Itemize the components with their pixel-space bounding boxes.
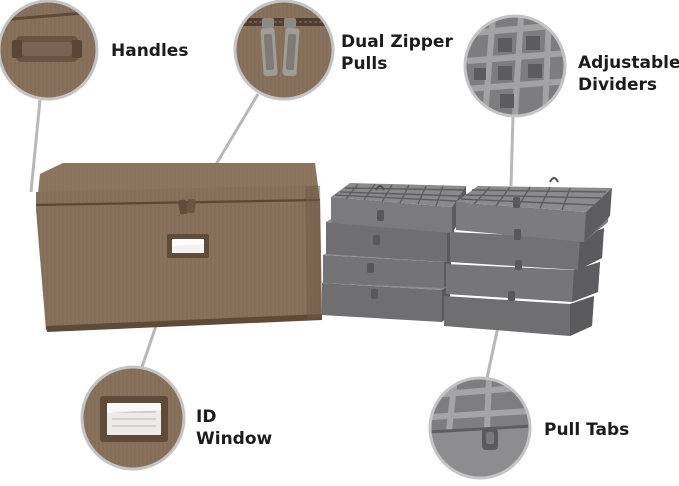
callout-id-window-image: [80, 365, 186, 471]
storage-box: [35, 163, 322, 332]
callout-text-handles: Handles: [111, 41, 189, 61]
callout-handles-image: [0, 0, 99, 101]
callout-text-zipper-line-1: Dual Zipper: [341, 32, 453, 52]
id-window: [167, 234, 209, 258]
tray-stacks: [322, 177, 612, 336]
zipper-pull-icon: [178, 198, 196, 215]
leader-line-handles: [29, 99, 42, 193]
callout-text-zipper-line-2: Pulls: [341, 54, 388, 74]
callout-text-dividers-line-2: Dividers: [578, 75, 658, 95]
callout-text-pull-tabs: Pull Tabs: [544, 420, 630, 440]
callout-text-dividers-line-1: Adjustable: [578, 53, 679, 73]
callout-pull-tabs-image: [428, 376, 532, 480]
callout-label-handles: Handles: [111, 40, 188, 62]
leader-line-dividers: [509, 115, 515, 187]
callout-dividers-image: [463, 14, 567, 118]
callout-label-id-window: ID Window: [196, 406, 272, 450]
callout-zipper-image: [233, 0, 335, 101]
callout-label-dividers: Adjustable Dividers: [578, 52, 679, 96]
callout-text-id-line-1: ID: [196, 407, 217, 427]
callout-label-pull-tabs: Pull Tabs: [544, 419, 629, 441]
callout-label-zipper-pulls: Dual Zipper Pulls: [341, 31, 453, 75]
callout-text-id-line-2: Window: [196, 429, 273, 449]
